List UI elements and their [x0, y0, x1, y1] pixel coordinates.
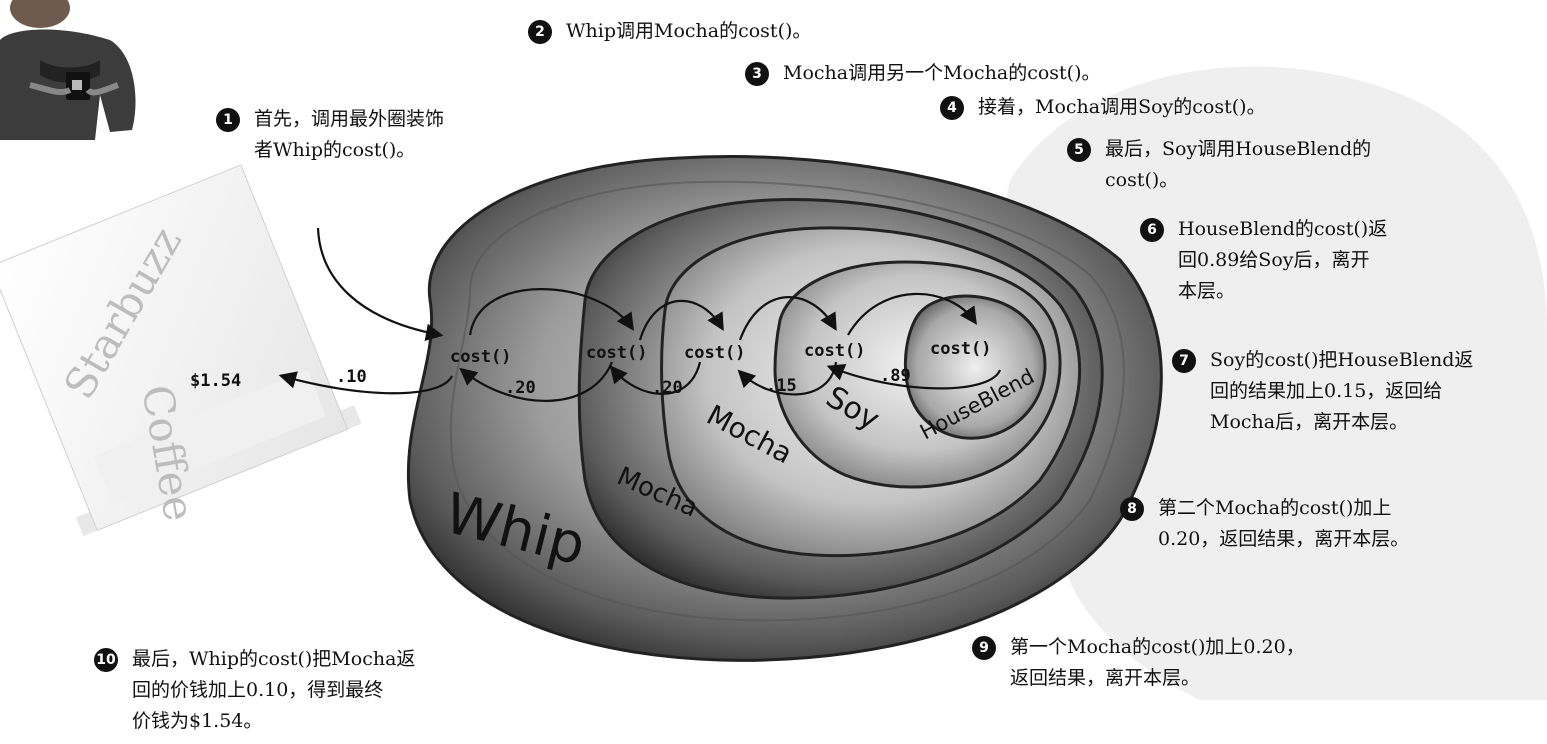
step-text-line: 首先，调用最外圈装饰: [254, 108, 445, 130]
step-number-badge: 6: [1140, 218, 1164, 242]
step-text-line: 返回结果，离开本层。: [1010, 667, 1201, 689]
return-value-whip: .10: [336, 367, 367, 387]
step-number-badge: 3: [745, 62, 769, 86]
step-text-line: 最后，Whip的cost()把Mocha返: [132, 648, 416, 670]
step-text-line: Mocha调用另一个Mocha的cost()。: [783, 62, 1101, 84]
return-value-mocha-outer: .20: [505, 378, 536, 398]
return-value-soy: .15: [766, 376, 797, 396]
step-number-badge: 8: [1120, 497, 1144, 521]
step-text-line: 接着，Mocha调用Soy的cost()。: [978, 96, 1266, 118]
layer-houseblend: [904, 294, 1047, 440]
step-text-line: Mocha后，离开本层。: [1210, 411, 1409, 433]
return-value-houseblend: .89: [880, 366, 911, 386]
step-number-badge: 1: [216, 108, 240, 132]
step-text-line: Soy的cost()把HouseBlend返: [1210, 349, 1474, 371]
coffee-cup: Starbuzz Coffee: [0, 164, 362, 536]
step-text-line: 回的结果加上0.15，返回给: [1210, 380, 1443, 402]
return-arrows: [278, 361, 1002, 402]
step-text-line: 价钱为$1.54。: [132, 710, 263, 732]
step-text-line: 0.20，返回结果，离开本层。: [1158, 528, 1410, 550]
cost-call-mocha-inner: cost(): [684, 343, 745, 363]
cost-call-soy: cost(): [804, 341, 865, 361]
step-text-line: 第一个Mocha的cost()加上0.20，: [1010, 636, 1305, 658]
step-text-line: Whip调用Mocha的cost()。: [566, 20, 812, 42]
cost-call-houseblend: cost(): [930, 339, 991, 359]
step-text-line: 回的价钱加上0.10，得到最终: [132, 679, 384, 701]
cost-call-whip: cost(): [450, 347, 511, 367]
step-number-badge: 9: [972, 636, 996, 660]
return-value-mocha-inner: .20: [652, 378, 683, 398]
call-arrows: [316, 227, 977, 342]
step-number-badge: 7: [1172, 349, 1196, 373]
step-text-line: HouseBlend的cost()返: [1178, 218, 1388, 240]
step-text-line: 本层。: [1178, 280, 1236, 302]
step-number-badge: 2: [528, 20, 552, 44]
step-text-line: 最后，Soy调用HouseBlend的: [1105, 138, 1372, 160]
step-text-line: cost()。: [1105, 169, 1179, 191]
total-price: $1.54: [190, 371, 241, 391]
cost-call-mocha-outer: cost(): [586, 343, 647, 363]
step-text-line: 回0.89给Soy后，离开: [1178, 249, 1370, 271]
step-text-line: 第二个Mocha的cost()加上: [1158, 497, 1392, 519]
step-number-badge: 5: [1067, 138, 1091, 162]
step-number-badge: 4: [940, 96, 964, 120]
step-text-line: 者Whip的cost()。: [254, 139, 416, 161]
person-illustration: [0, 0, 136, 141]
step-number-badge: 10: [94, 648, 118, 672]
